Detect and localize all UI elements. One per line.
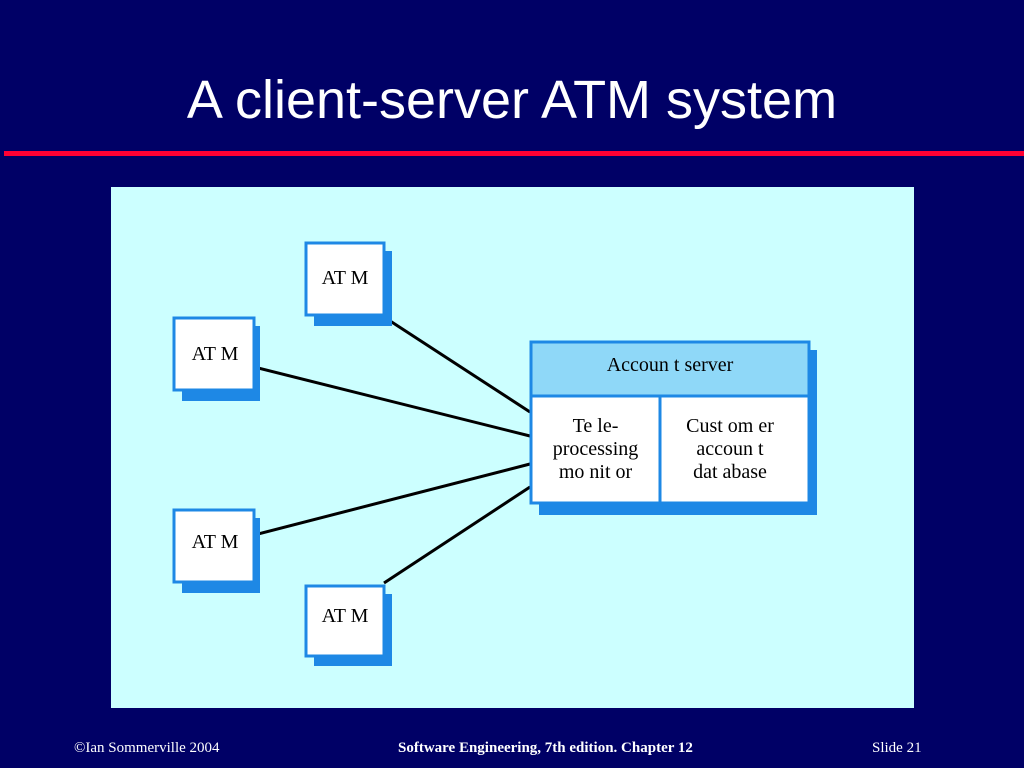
footer-slide-number: Slide 21 [872,740,922,756]
link-atm-top [383,315,531,414]
customer-account-database-label: Cust om er accoun t dat abase [686,415,774,483]
account-server-node [529,340,817,515]
atm-node-top [304,241,392,326]
footer-copyright: ©Ian Sommerville 2004 [74,740,220,756]
link-atm-upper-left [253,365,531,438]
atm-node-bottom [304,584,392,666]
atm-node-upper-left [172,316,260,401]
atm-label-lower-left: AT M [191,531,239,553]
atm-label-top: AT M [321,267,369,289]
link-atm-lower-left [253,462,531,537]
atm-label-bottom: AT M [321,605,369,627]
teleprocessing-monitor-label: Te le- processing mo nit or [552,415,639,483]
title-divider [4,151,1024,156]
footer-book-title: Software Engineering, 7th edition. Chapt… [398,740,693,756]
account-server-header: Accoun t server [606,354,734,376]
slide-title: A client-server ATM system [186,70,838,130]
link-atm-bottom [383,485,531,585]
atm-label-upper-left: AT M [191,343,239,365]
atm-node-lower-left [172,508,260,593]
